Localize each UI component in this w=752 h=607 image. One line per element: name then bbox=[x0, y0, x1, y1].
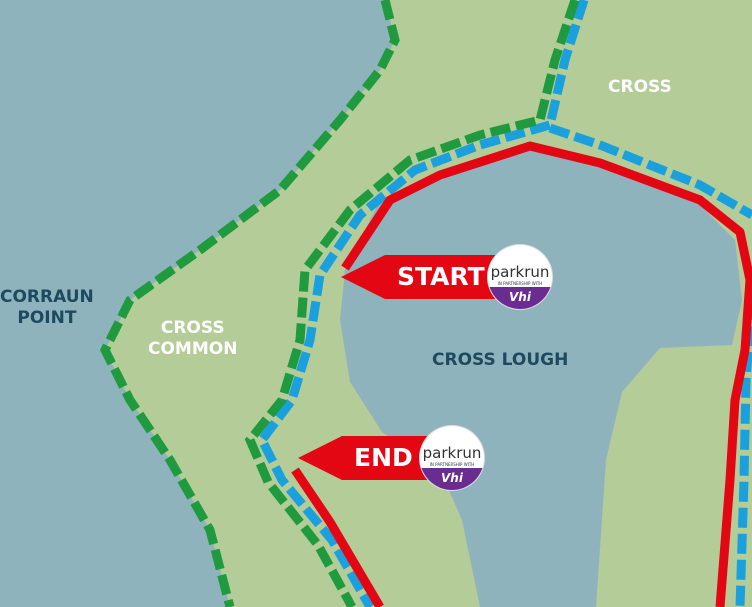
label-cross: CROSS bbox=[608, 77, 672, 97]
logo-tagline: IN PARTNERSHIP WITH bbox=[497, 281, 543, 286]
logo-name: parkrun bbox=[490, 263, 550, 281]
route-red-end bbox=[291, 467, 384, 607]
route-blue-east bbox=[548, 123, 752, 219]
route-green-outer bbox=[99, 0, 400, 607]
route-red bbox=[341, 141, 752, 607]
parkrun-logo-end: parkrun IN PARTNERSHIP WITH Vhi bbox=[420, 426, 484, 490]
logo-tagline: IN PARTNERSHIP WITH bbox=[429, 462, 475, 467]
label-corraun-point: CORRAUN POINT bbox=[0, 287, 94, 328]
logo-name: parkrun bbox=[422, 444, 482, 462]
parkrun-logo-start: parkrun IN PARTNERSHIP WITH Vhi bbox=[488, 245, 552, 309]
logo-partner: Vhi bbox=[420, 468, 484, 490]
logo-partner: Vhi bbox=[488, 287, 552, 309]
label-cross-lough: CROSS LOUGH bbox=[432, 350, 569, 370]
label-cross-common: CROSS COMMON bbox=[148, 318, 238, 359]
route-blue bbox=[256, 0, 589, 607]
